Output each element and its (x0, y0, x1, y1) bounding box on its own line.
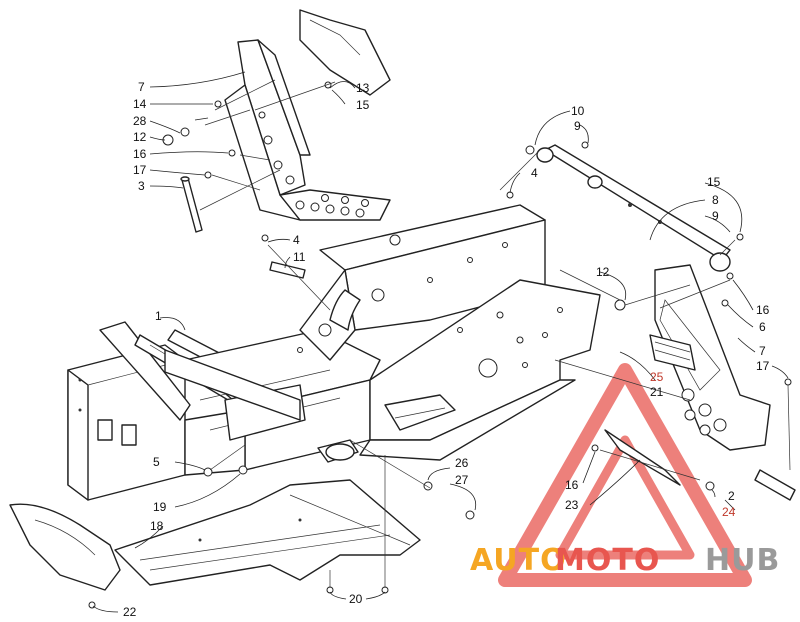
callout-26: 26 (455, 456, 469, 470)
callout-15-upper: 15 (356, 98, 370, 112)
callout-14: 14 (133, 97, 147, 111)
callout-9-right: 9 (712, 209, 719, 223)
callout-16-lower: 16 (565, 478, 579, 492)
callout-4-right: 4 (531, 166, 538, 180)
callout-8: 8 (712, 193, 719, 207)
callout-18: 18 (150, 519, 164, 533)
cross-shaft-part-8 (536, 144, 731, 272)
callout-27: 27 (455, 473, 469, 487)
callout-12-upper: 12 (133, 130, 147, 144)
tube-part-3 (180, 176, 203, 233)
callout-12-right: 12 (596, 265, 610, 279)
callout-2: 2 (728, 489, 735, 503)
callout-20: 20 (349, 592, 363, 606)
step-plate-holes (258, 111, 369, 218)
callout-22: 22 (123, 605, 137, 619)
brace-part-23 (604, 429, 681, 486)
front-skid-part-22 (9, 503, 121, 591)
callout-25: 25 (650, 370, 664, 384)
callout-19: 19 (153, 500, 167, 514)
callout-28: 28 (133, 114, 147, 128)
watermark-logo-mark (498, 363, 752, 587)
callout-7-right: 7 (759, 344, 766, 358)
watermark-hub: HUB (705, 543, 780, 578)
callout-7-upper: 7 (138, 80, 145, 94)
callout-10: 10 (571, 104, 585, 118)
belly-pan-part-18 (114, 479, 421, 586)
callout-23: 23 (565, 498, 579, 512)
callout-5: 5 (153, 455, 160, 469)
callout-16-right: 16 (756, 303, 770, 317)
callout-24: 24 (722, 505, 736, 519)
callout-17-upper: 17 (133, 163, 147, 177)
watermark-text: AUTO MOTO HUB (470, 543, 780, 578)
callout-3: 3 (138, 179, 145, 193)
callout-6: 6 (759, 320, 766, 334)
bracket-part-24 (754, 469, 796, 501)
watermark-moto: MOTO (555, 543, 660, 578)
callout-labels: 7 14 28 12 16 17 3 13 15 1 4 11 4 10 9 1… (123, 80, 770, 619)
leader-lines (92, 71, 789, 613)
callout-21: 21 (650, 385, 664, 399)
spacer-part-11 (269, 261, 306, 279)
fasteners (88, 81, 792, 609)
assembly-lines (199, 79, 791, 588)
callout-4-left: 4 (293, 233, 300, 247)
callout-17-right: 17 (756, 359, 770, 373)
callout-15-right: 15 (707, 175, 721, 189)
callout-9-upper: 9 (574, 119, 581, 133)
callout-16-upper: 16 (133, 147, 147, 161)
rear-bracket-part-7 (649, 264, 771, 451)
steering-support-bracket (224, 9, 391, 221)
callout-1: 1 (155, 309, 162, 323)
callout-13: 13 (356, 81, 370, 95)
callout-11: 11 (293, 250, 306, 264)
watermark-auto: AUTO (470, 543, 567, 578)
chassis-assembly (67, 204, 601, 501)
